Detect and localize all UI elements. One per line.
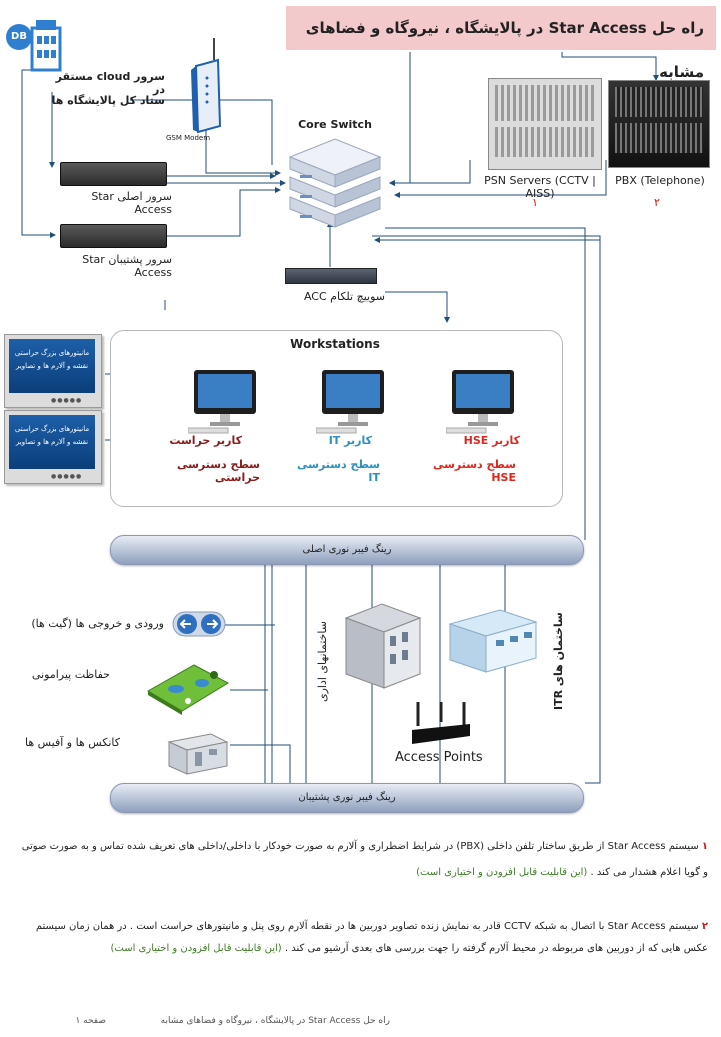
security-monitor-2: مانیتورهای بزرگ حراستی نقشه و آلارم ها و … bbox=[4, 410, 102, 484]
hse-user-label: کاربر HSE bbox=[463, 434, 520, 447]
gate-arrows-icon bbox=[172, 611, 226, 637]
note-2-text-1: سیستم Star Access با اتصال به شبکه CCTV … bbox=[35, 921, 699, 932]
guard-workstation-icon bbox=[188, 370, 256, 434]
note-2-optional: (این قابلیت قابل افزودن و اختیاری است) bbox=[110, 943, 282, 954]
note-2-line-2: عکس هایی که از دوربین های مربوطه در محیط… bbox=[8, 934, 708, 964]
note-2: ۲ سیستم Star Access با اتصال به شبکه CCT… bbox=[8, 912, 708, 942]
guard-user-label: کاربر حراست bbox=[169, 434, 242, 447]
pbx-label: PBX (Telephone) bbox=[615, 174, 705, 187]
access-points-label: Access Points bbox=[395, 750, 483, 765]
perimeter-label: حفاظت پیرامونی bbox=[31, 668, 110, 681]
core-switch-label: Core Switch bbox=[298, 118, 372, 131]
note-1-number: ۱ bbox=[701, 841, 708, 852]
main-fiber-ring: رینگ فیبر نوری اصلی bbox=[110, 535, 584, 565]
it-workstation-icon bbox=[316, 370, 384, 434]
backup-server-icon bbox=[60, 224, 167, 248]
admin-building-icon bbox=[344, 603, 422, 689]
itr-buildings-text: ساختمان های ITR bbox=[552, 612, 565, 710]
note-1-text-2: و گویا اعلام هشدار می کند . bbox=[590, 867, 708, 878]
guard-access-label: سطح دسترسی حراستی bbox=[176, 458, 260, 484]
primary-server-icon bbox=[60, 162, 167, 186]
kiosks-label: کانکس ها و آفیس ها bbox=[24, 736, 120, 749]
core-switch-icon bbox=[288, 138, 382, 228]
backup-ring-label: رینگ فیبر نوری پشتیبان bbox=[298, 792, 396, 803]
psn-servers-icon bbox=[488, 78, 602, 170]
itr-buildings-label: ساختمان های ITR bbox=[548, 606, 568, 716]
pbx-number: ۲ bbox=[654, 196, 660, 209]
backup-server-label: سرور پشتیبان Star Access bbox=[82, 253, 172, 279]
footer-title: راه حل Star Access در پالایشگاه ، نیروگا… bbox=[160, 1016, 390, 1026]
gsm-modem-icon bbox=[191, 38, 222, 133]
monitor-1-line-2: نقشه و آلارم ها و تصاویر bbox=[15, 362, 89, 370]
db-icon: DB bbox=[6, 24, 32, 50]
acc-switch-label: سوییچ تلکام ACC bbox=[303, 290, 385, 303]
backup-fiber-ring: رینگ فیبر نوری پشتیبان bbox=[110, 783, 584, 813]
title-band bbox=[286, 6, 716, 50]
admin-buildings-label: ساختمانهای اداری bbox=[312, 606, 332, 706]
primary-server-label: سرور اصلی Star Access bbox=[91, 190, 172, 216]
monitor-2-line-1: مانیتورهای بزرگ حراستی bbox=[14, 425, 90, 433]
page-title: راه حل Star Access در پالایشگاه ، نیروگا… bbox=[305, 19, 704, 81]
acc-switch-icon bbox=[285, 268, 377, 284]
main-ring-label: رینگ فیبر نوری اصلی bbox=[302, 544, 392, 555]
itr-building-icon bbox=[448, 609, 538, 673]
hse-workstation-icon bbox=[446, 370, 514, 434]
it-access-label: سطح دسترسی IT bbox=[296, 458, 380, 484]
security-monitor-1: مانیتورهای بزرگ حراستی نقشه و آلارم ها و … bbox=[4, 334, 102, 408]
note-2-number: ۲ bbox=[701, 921, 708, 932]
perimeter-map-icon bbox=[146, 664, 230, 715]
cloud-line-1: سرور cloud مستقر در bbox=[55, 70, 165, 96]
admin-buildings-text: ساختمانهای اداری bbox=[316, 621, 329, 702]
cloud-line-2: ستاد کل پالایشگاه ها bbox=[51, 94, 165, 107]
footer-page: صفحه ۱ bbox=[75, 1016, 106, 1026]
kiosk-container-icon bbox=[167, 733, 229, 775]
note-1-text-1: سیستم Star Access از طریق ساختار تلفن دا… bbox=[21, 841, 699, 852]
access-point-router-icon bbox=[412, 702, 470, 744]
pbx-icon bbox=[608, 80, 710, 168]
workstations-title: Workstations bbox=[290, 337, 380, 351]
note-1: ۱ سیستم Star Access از طریق ساختار تلفن … bbox=[8, 832, 708, 862]
gates-label: ورودی و خروجی ها (گیت ها) bbox=[31, 617, 164, 630]
monitor-1-line-1: مانیتورهای بزرگ حراستی bbox=[14, 349, 90, 357]
it-user-label: کاربر IT bbox=[328, 434, 372, 447]
note-1-optional: (این قابلیت قابل افزودن و اختیاری است) bbox=[416, 867, 588, 878]
psn-servers-label: PSN Servers (CCTV | AISS) bbox=[484, 174, 596, 200]
psn-number: ۱ bbox=[532, 196, 538, 209]
cloud-server-building-icon bbox=[30, 20, 62, 72]
hse-access-label: سطح دسترسی HSE bbox=[432, 458, 516, 484]
note-2-text-2: عکس هایی که از دوربین های مربوطه در محیط… bbox=[284, 943, 708, 954]
gsm-modem-label: GSM Modem bbox=[165, 134, 211, 142]
note-1-line-2: و گویا اعلام هشدار می کند . (این قابلیت … bbox=[8, 858, 708, 888]
monitor-2-line-2: نقشه و آلارم ها و تصاویر bbox=[15, 438, 89, 446]
